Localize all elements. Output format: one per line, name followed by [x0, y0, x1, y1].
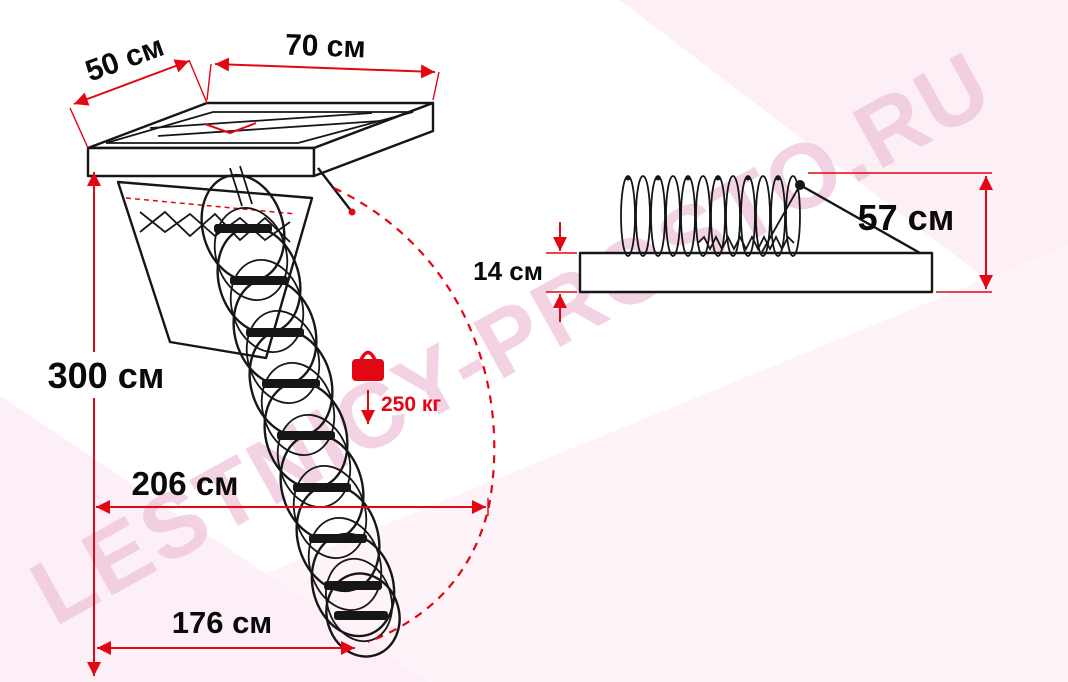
- dim-room-height: 300 см: [40, 172, 172, 676]
- ladder-step: [246, 328, 304, 337]
- dim-floor-projection: 176 см: [97, 605, 355, 655]
- max-load-group: 250 кг: [352, 350, 441, 424]
- ladder-step: [230, 276, 288, 285]
- swing-path-dashed: [333, 187, 496, 644]
- ladder-step: [334, 611, 388, 620]
- hatch-box-drawing: [86, 101, 435, 216]
- hatch-width-label: 70 см: [284, 29, 366, 65]
- spring-coil: [697, 234, 795, 252]
- ladder-step: [214, 224, 272, 233]
- folded-height-label: 57 см: [858, 197, 955, 238]
- ladder-step: [293, 483, 351, 492]
- swing-clearance-label: 206 см: [132, 465, 239, 502]
- dim-hatch-width: 70 см: [206, 29, 440, 101]
- ladder-chain: [200, 165, 401, 658]
- weight-icon-body: [352, 359, 384, 381]
- ladder-step: [324, 581, 382, 590]
- room-height-label: 300 см: [48, 355, 165, 396]
- lid-mechanism-red: [204, 122, 257, 135]
- folded-ladder-side-view: [578, 175, 934, 294]
- dim-folded-height: 57 см: [808, 172, 993, 293]
- hatch-depth-label: 50 см: [81, 30, 168, 89]
- ladder-step: [262, 379, 320, 388]
- ladder-step: [309, 534, 367, 543]
- box-thickness-label: 14 см: [473, 256, 543, 286]
- ladder-step: [277, 431, 335, 440]
- dim-box-thickness: 14 см: [473, 222, 577, 322]
- dim-swing-clearance: 206 см: [96, 465, 489, 516]
- hinge-pivot: [348, 208, 356, 216]
- max-load-label: 250 кг: [381, 393, 441, 416]
- weight-icon: [359, 350, 377, 361]
- floor-projection-label: 176 см: [172, 605, 273, 640]
